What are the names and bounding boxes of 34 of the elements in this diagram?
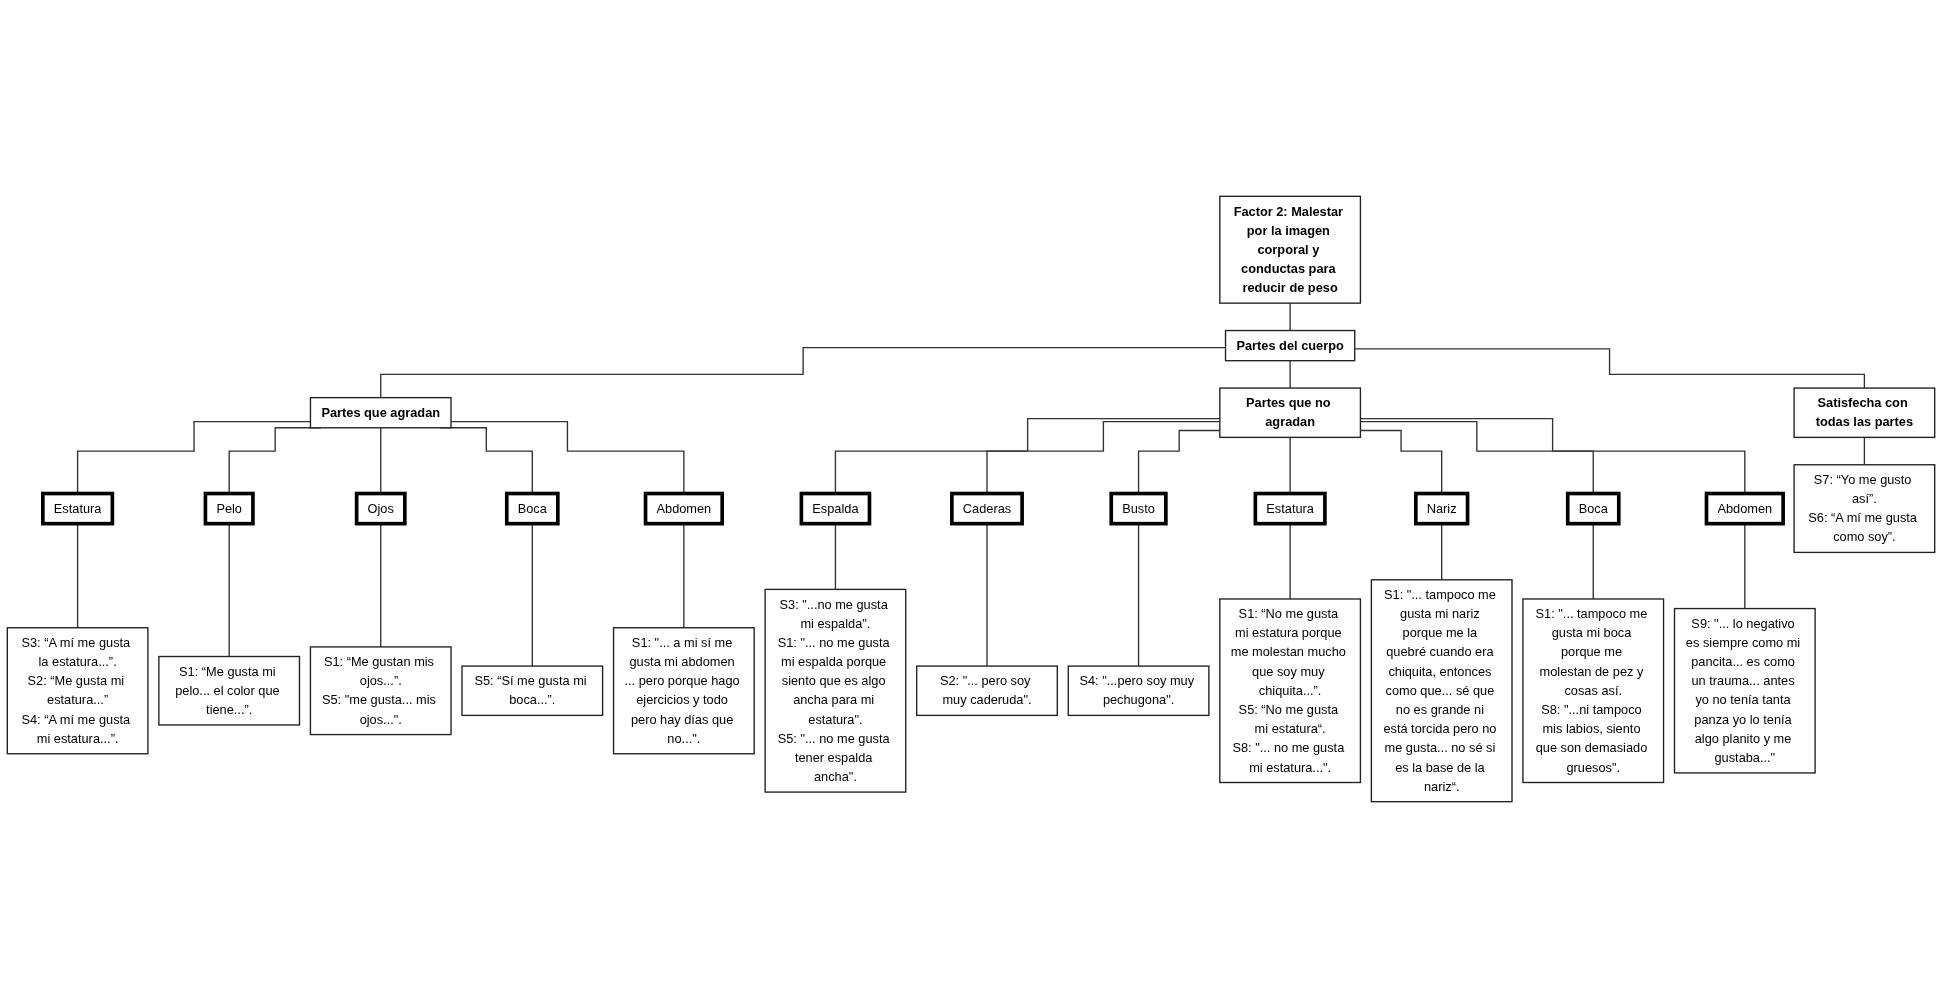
node-box: S1: “Me gustan mis ojos...”. S5: "me gusta... mis ojos...". — [309, 646, 452, 736]
node-box: S1: “Me gusta mi pelo... el color que tiene...”. — [158, 655, 301, 726]
node-box: S3: "...no me gusta mi espalda". S1: "... no me gusta mi espalda porque siento que es algo ancha para mi estatura". S5: "... no me gusta tener espalda ancha". — [764, 588, 907, 793]
node-box: Busto — [1109, 491, 1168, 526]
node-box: S2: "... pero soy muy caderuda". — [916, 665, 1058, 717]
node-box: S4: "...pero soy muy pechugona". — [1067, 665, 1210, 717]
node-box: Partes del cuerpo — [1224, 329, 1356, 362]
node-box: S5: “Sí me gusta mi boca...”. — [461, 665, 604, 717]
node-box: Espalda — [799, 491, 872, 526]
node-box: S3: “A mí me gusta la estatura...”. S2: “Me gusta mi estatura...” S4: “A mí me gusta mi estatura...”. — [6, 627, 149, 755]
node-box: Estatura — [1253, 491, 1327, 526]
node-box: Caderas — [950, 491, 1024, 526]
node-box: Satisfecha con todas las partes — [1793, 387, 1936, 439]
node-box: Pelo — [203, 491, 255, 526]
node-box: Partes que no agradan — [1219, 387, 1362, 439]
node-box: Factor 2: Malestar por la imagen corporal y conductas para reducir de peso — [1219, 195, 1362, 304]
node-box: Abdomen — [1704, 491, 1785, 526]
node-box: S1: “No me gusta mi estatura porque me molestan mucho que soy muy chiquita...”. S5: “No me gusta mi estatura“. S8: "... no me gusta mi estatura...". — [1219, 598, 1362, 784]
node-box: Partes que agradan — [309, 396, 452, 429]
node-box: S7: “Yo me gusto así”. S6: “A mí me gusta como soy”. — [1793, 464, 1936, 554]
node-box: S9: "... lo negativo es siempre como mi pancita... es como un trauma... antes yo no tenía tanta panza yo lo tenía algo planito y me gustaba..." — [1673, 607, 1816, 774]
connector — [1289, 360, 1291, 389]
node-box: S1: "... tampoco me gusta mi nariz porque me la quebré cuando era chiquita, entonces como que... sé que no es grande ni está torcida pero no me gusta... no sé si es la base de la nariz“. — [1370, 579, 1513, 803]
node-box: Boca — [504, 491, 560, 526]
node-box: Estatura — [41, 491, 115, 526]
connector — [1289, 302, 1291, 332]
node-box: S1: "... tampoco me gusta mi boca porque me molestan de pez y cosas así. S8: "...ni tampoco mis labios, siento que son demasiado gruesos". — [1522, 598, 1665, 784]
connector — [1863, 436, 1866, 466]
node-box: Nariz — [1414, 491, 1470, 526]
node-box: S1: "... a mi sí me gusta mi abdomen ... pero porque hago ejercicios y todo pero hay días que no...". — [612, 627, 755, 755]
node-box: Ojos — [354, 491, 407, 526]
connector — [1354, 348, 1866, 389]
node-box: Boca — [1565, 491, 1621, 526]
node-box: Abdomen — [643, 491, 724, 526]
